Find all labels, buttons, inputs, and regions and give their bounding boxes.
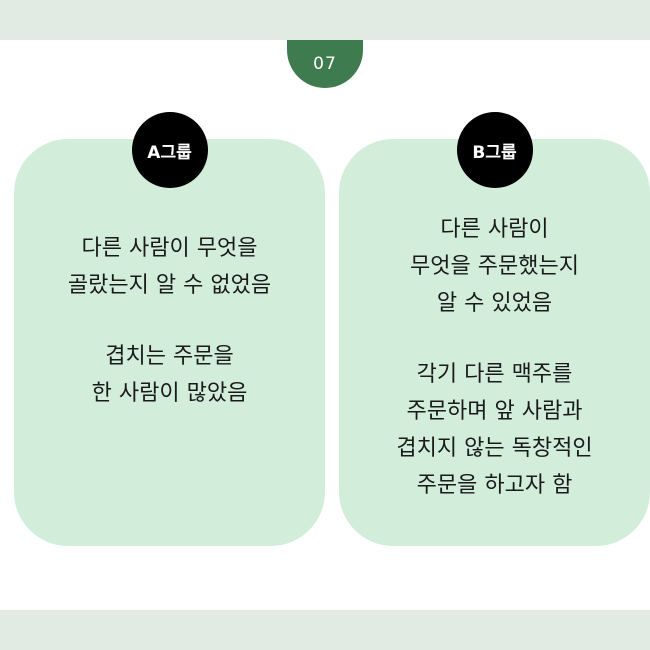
text-line: 알 수 있었음 bbox=[436, 291, 553, 316]
text-line: 다른 사람이 bbox=[440, 217, 549, 242]
group-b-badge: B그룹 bbox=[456, 112, 533, 188]
group-b-card: B그룹 다른 사람이 무엇을 주문했는지 알 수 있었음 각기 다른 맥주를 주… bbox=[339, 112, 650, 546]
group-a-badge-label: A그룹 bbox=[147, 142, 192, 163]
text-line: 주문하며 앞 사람과 bbox=[406, 399, 583, 424]
text-line: 한 사람이 많았음 bbox=[91, 381, 248, 406]
group-b-paragraph-1: 다른 사람이 무엇을 주문했는지 알 수 있었음 bbox=[339, 211, 650, 322]
group-b-paragraph-2: 각기 다른 맥주를 주문하며 앞 사람과 겹치지 않는 독창적인 주문을 하고자… bbox=[339, 356, 650, 504]
group-a-paragraph-2: 겹치는 주문을 한 사람이 많았음 bbox=[14, 338, 325, 412]
top-band bbox=[0, 0, 650, 40]
group-a-card: A그룹 다른 사람이 무엇을 골랐는지 알 수 없었음 겹치는 주문을 한 사람… bbox=[14, 112, 325, 546]
text-line: 겹치는 주문을 bbox=[105, 344, 234, 369]
bottom-band bbox=[0, 610, 650, 650]
page-number: 07 bbox=[313, 54, 337, 74]
text-line: 각기 다른 맥주를 bbox=[416, 362, 573, 387]
page-number-tab: 07 bbox=[287, 40, 363, 88]
text-line: 다른 사람이 무엇을 bbox=[81, 236, 258, 261]
group-a-badge: A그룹 bbox=[131, 112, 208, 188]
text-line: 무엇을 주문했는지 bbox=[410, 254, 579, 279]
group-a-paragraph-1: 다른 사람이 무엇을 골랐는지 알 수 없었음 bbox=[14, 230, 325, 304]
group-b-badge-label: B그룹 bbox=[472, 142, 517, 163]
text-line: 주문을 하고자 함 bbox=[416, 473, 573, 498]
text-line: 겹치지 않는 독창적인 bbox=[396, 436, 593, 461]
text-line: 골랐는지 알 수 없었음 bbox=[67, 273, 272, 298]
